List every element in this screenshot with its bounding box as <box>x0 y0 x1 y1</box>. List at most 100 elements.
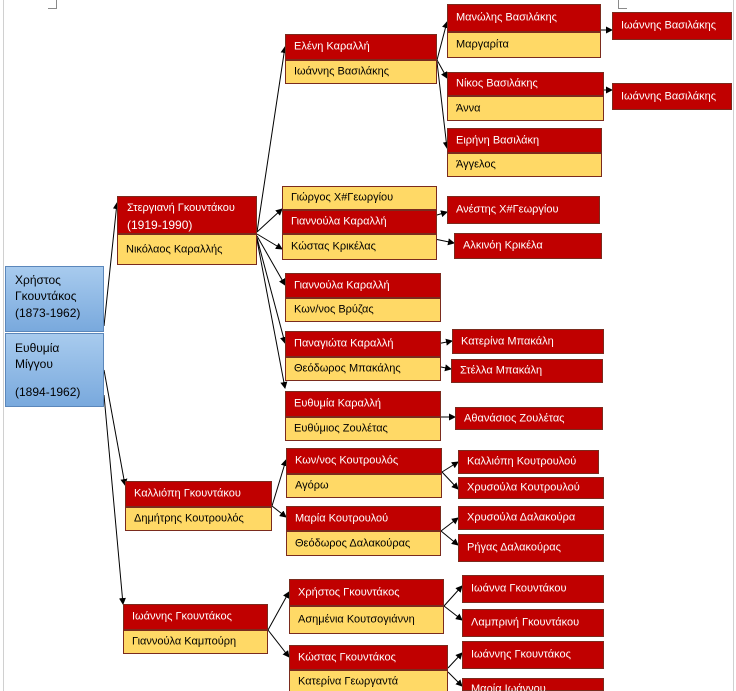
connector-line <box>436 61 450 149</box>
grandchild-person-box: Ελένη Καραλλή <box>285 34 437 60</box>
grandchild-spouse-box: Κώστας Κρικέλας <box>282 234 437 260</box>
great-grandchild-spouse-name: Μαργαρίτα <box>456 38 509 51</box>
child-person-box: Στεργιανή Γκουντάκου (1919-1990) <box>117 196 257 234</box>
great-grandchild-person-box: Ειρήνη Βασιλάκη <box>447 128 602 153</box>
grandchild-person-box: Γιαννούλα Καραλλή <box>285 273 441 298</box>
child-person-name: Ιωάννης Γκουντάκος <box>132 610 232 623</box>
connector-line <box>447 652 463 669</box>
great-grandchild-person-name: Αλκινόη Κρικέλα <box>463 239 543 252</box>
grandchild-spouse-name: Ιωάννης Βασιλάκης <box>294 65 390 78</box>
connector-line <box>447 671 463 687</box>
great-grandchild-spouse-name: Άγγελος <box>456 158 496 171</box>
great-grandchild-person-name: Μαρία Ιωάννου <box>471 683 546 691</box>
great-great-grandchild-box: Ιωάννης Βασιλάκης <box>612 83 732 110</box>
grandchild-spouse-name: Ασημένια Κουτσογιάννη <box>298 613 415 626</box>
great-grandchild-person-box: Ιωάννης Γκουντάκος <box>462 641 604 669</box>
grandchild-spouse-box: Αγόρω <box>286 474 442 498</box>
grandchild-person-box: Παναγιώτα Καραλλή <box>285 331 441 357</box>
grandchild-person-name: Γιώργος Χ#Γεωργίου <box>291 191 394 204</box>
root-husband-name: Χρήστος Γκουντάκος <box>15 273 77 303</box>
grandchild-person-box: Ευθυμία Καραλλή <box>285 391 441 417</box>
child-person-box: Καλλιόπη Γκουντάκου <box>125 481 272 507</box>
great-grandchild-person-box: Μανώλης Βασιλάκης <box>447 4 601 32</box>
page-edge-left <box>3 0 4 691</box>
grandchild-spouse-name: Κων/νος Βρύζας <box>294 303 374 316</box>
grandchild-person-name: Παναγιώτα Καραλλή <box>294 337 394 350</box>
great-grandchild-person-box: Αθανάσιος Ζουλέτας <box>455 407 603 430</box>
root-wife-years: (1894-1962) <box>15 385 81 399</box>
connector-line <box>436 210 448 218</box>
grandchild-spouse-box: Κατερίνα Γεωργαντά <box>289 670 448 691</box>
grandchild-spouse-name: Ευθύμιος Ζουλέτας <box>294 422 388 435</box>
connector-line <box>103 202 120 327</box>
page-corner-mark-left <box>48 0 57 9</box>
great-grandchild-person-box: Χρυσούλα Κουτρουλού <box>458 477 604 499</box>
great-grandchild-person-box: Κατερίνα Μπακάλη <box>452 329 604 354</box>
great-grandchild-person-name: Ιωάννα Γκουντάκου <box>471 582 567 595</box>
great-grandchild-person-name: Ειρήνη Βασιλάκη <box>456 134 540 146</box>
great-grandchild-person-name: Καλλιόπη Κουτρουλού <box>467 455 577 468</box>
grandchild-spouse-name: Κώστας Κρικέλας <box>291 240 376 253</box>
great-grandchild-spouse-box: Άννα <box>447 96 604 121</box>
grandchild-extra-box: Γιαννούλα Καραλλή <box>282 210 437 234</box>
great-grandchild-person-name: Ιωάννης Γκουντάκος <box>471 648 571 661</box>
child-spouse-name: Γιαννούλα Καμπούρη <box>132 635 237 648</box>
great-great-grandchild-name: Ιωάννης Βασιλάκης <box>621 19 717 32</box>
grandchild-spouse-name: Αγόρω <box>295 479 329 492</box>
connector-line <box>256 233 283 250</box>
grandchild-person-name: Ελένη Καραλλή <box>294 40 370 53</box>
connector-line <box>256 208 283 233</box>
great-grandchild-spouse-box: Άγγελος <box>447 153 602 177</box>
grandchild-extra-name: Γιαννούλα Καραλλή <box>291 215 387 228</box>
connector-line <box>103 394 126 605</box>
great-grandchild-person-box: Χρυσούλα Δαλακούρα <box>458 506 604 530</box>
great-grandchild-person-box: Ιωάννα Γκουντάκου <box>462 575 604 603</box>
great-grandchild-person-name: Ανέστης Χ#Γεωργίου <box>456 203 559 216</box>
root-husband-years: (1873-1962) <box>15 306 81 320</box>
grandchild-spouse-box: Κων/νος Βρύζας <box>285 298 441 322</box>
connector-line <box>271 505 287 518</box>
child-spouse-box: Δημήτρης Κουτρουλός <box>125 507 272 531</box>
child-spouse-name: Δημήτρης Κουτρουλός <box>134 512 244 525</box>
connector-line <box>436 59 448 79</box>
great-great-grandchild-name: Ιωάννης Βασιλάκης <box>621 90 717 102</box>
root-husband-box: Χρήστος Γκουντάκος (1873-1962) <box>5 266 104 332</box>
root-wife-name: Ευθυμία Μίγγου <box>15 341 60 371</box>
connector-line <box>256 46 288 233</box>
great-grandchild-person-name: Χρυσούλα Δαλακούρα <box>467 511 576 524</box>
child-person-name: Καλλιόπη Γκουντάκου <box>134 487 241 500</box>
connector-line <box>256 235 286 286</box>
great-grandchild-person-box: Νίκος Βασιλάκης <box>447 72 604 96</box>
grandchild-spouse-box: Ιωάννης Βασιλάκης <box>285 60 437 84</box>
connector-line <box>256 237 287 344</box>
great-grandchild-person-name: Ρήγας Δαλακούρας <box>467 541 561 554</box>
great-grandchild-person-box: Μαρία Ιωάννου <box>462 678 604 691</box>
child-person-years: (1919-1990) <box>127 218 193 232</box>
child-spouse-box: Νικόλαος Καραλλής <box>117 234 257 265</box>
grandchild-person-name: Χρήστος Γκουντάκος <box>298 586 400 598</box>
great-grandchild-person-box: Ρήγας Δαλακούρας <box>458 534 604 562</box>
great-grandchild-person-name: Στέλλα Μπακάλη <box>460 364 543 377</box>
great-grandchild-person-name: Αθανάσιος Ζουλέτας <box>464 412 565 424</box>
connector-line <box>267 591 290 631</box>
grandchild-person-box: Γιώργος Χ#Γεωργίου <box>282 186 437 210</box>
grandchild-spouse-name: Θεόδωρος Μπακάλης <box>294 362 401 375</box>
connector-line <box>441 471 459 490</box>
great-grandchild-person-box: Αλκινόη Κρικέλα <box>454 233 602 259</box>
great-grandchild-person-name: Λαμπρινή Γκουντάκου <box>471 616 580 629</box>
great-grandchild-person-name: Κατερίνα Μπακάλη <box>461 335 554 347</box>
grandchild-person-name: Ευθυμία Καραλλή <box>294 397 381 410</box>
great-grandchild-spouse-box: Μαργαρίτα <box>447 32 601 58</box>
connector-line <box>440 517 459 532</box>
grandchild-spouse-name: Κατερίνα Γεωργαντά <box>298 675 399 688</box>
grandchild-person-name: Κώστας Γκουντάκος <box>298 651 396 663</box>
grandchild-spouse-name: Θεόδωρος Δαλακούρας <box>295 537 411 549</box>
grandchild-person-box: Χρήστος Γκουντάκος <box>289 579 444 606</box>
child-person-name: Στεργιανή Γκουντάκου <box>127 202 235 214</box>
connector-line <box>440 530 459 546</box>
root-wife-box: Ευθυμία Μίγγου (1894-1962) <box>5 333 104 407</box>
grandchild-person-box: Κων/νος Κουτρουλός <box>286 448 442 474</box>
great-grandchild-person-name: Μανώλης Βασιλάκης <box>456 11 557 24</box>
grandchild-person-box: Κώστας Γκουντάκος <box>289 645 448 670</box>
